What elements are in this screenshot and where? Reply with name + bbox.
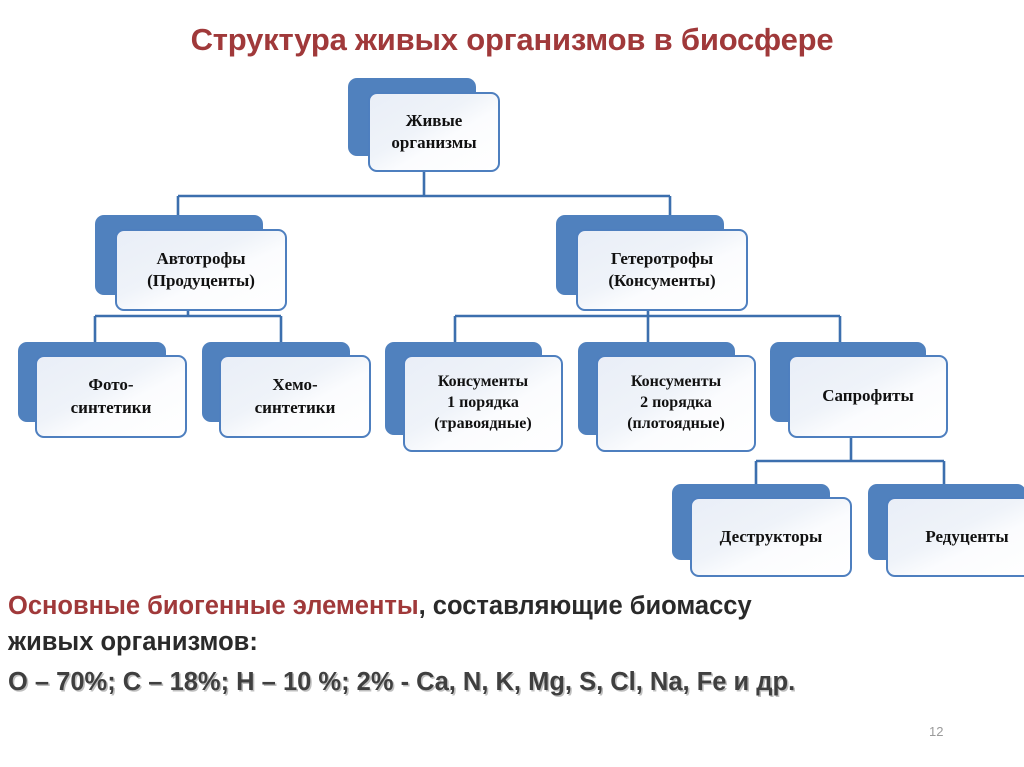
node-destructors[interactable]: Деструкторы — [672, 484, 854, 580]
node-face: Гетеротрофы (Консументы) — [576, 229, 748, 311]
node-chemosynthetics[interactable]: Хемо- синтетики — [202, 342, 374, 442]
node-label: Хемо- синтетики — [254, 375, 336, 417]
page-title: Структура живых организмов в биосфере — [190, 22, 834, 57]
node-photosynthetics[interactable]: Фото- синтетики — [18, 342, 190, 442]
node-label: Живые организмы — [391, 110, 477, 152]
summary-text: Основные биогенные элементы, составляющи… — [8, 588, 1020, 660]
summary-text-line2: живых организмов: — [8, 628, 258, 657]
node-face: Живые организмы — [368, 92, 500, 172]
node-label: Консументы 1 порядка (травоядные) — [434, 373, 532, 432]
node-face: Автотрофы (Продуценты) — [115, 229, 287, 311]
node-face: Консументы 1 порядка (травоядные) — [403, 355, 563, 452]
node-face: Редуценты — [886, 497, 1024, 577]
biogenic-elements-highlight: Основные биогенные элементы — [8, 592, 419, 620]
node-label: Редуценты — [925, 526, 1009, 546]
node-label: Сапрофиты — [822, 386, 914, 406]
element-composition-formula: O – 70%; C – 18%; H – 10 %; 2% - Ca, N, … — [8, 668, 796, 696]
node-consumers-second-order[interactable]: Консументы 2 порядка (плотоядные) — [578, 342, 758, 457]
node-face: Консументы 2 порядка (плотоядные) — [596, 355, 756, 452]
page-number: 12 — [929, 724, 944, 739]
node-heterotrophs[interactable]: Гетеротрофы (Консументы) — [556, 215, 748, 315]
node-consumers-first-order[interactable]: Консументы 1 порядка (травоядные) — [385, 342, 565, 457]
node-label: Гетеротрофы (Консументы) — [608, 248, 716, 290]
node-autotrophs[interactable]: Автотрофы (Продуценты) — [95, 215, 287, 315]
org-chart-diagram: Живые организмы Автотрофы (Продуценты) Г… — [18, 78, 1024, 580]
node-saprophytes[interactable]: Сапрофиты — [770, 342, 950, 442]
node-face: Фото- синтетики — [35, 355, 187, 438]
node-label: Деструкторы — [719, 526, 823, 546]
node-label: Автотрофы (Продуценты) — [147, 248, 255, 290]
node-face: Хемо- синтетики — [219, 355, 371, 438]
node-face: Деструкторы — [690, 497, 852, 577]
node-label: Фото- синтетики — [70, 375, 152, 417]
node-root[interactable]: Живые организмы — [348, 78, 500, 172]
node-label: Консументы 2 порядка (плотоядные) — [627, 373, 725, 432]
node-reducers[interactable]: Редуценты — [868, 484, 1024, 580]
node-face: Сапрофиты — [788, 355, 948, 438]
summary-text-rest: , составляющие биомассу — [418, 592, 752, 620]
